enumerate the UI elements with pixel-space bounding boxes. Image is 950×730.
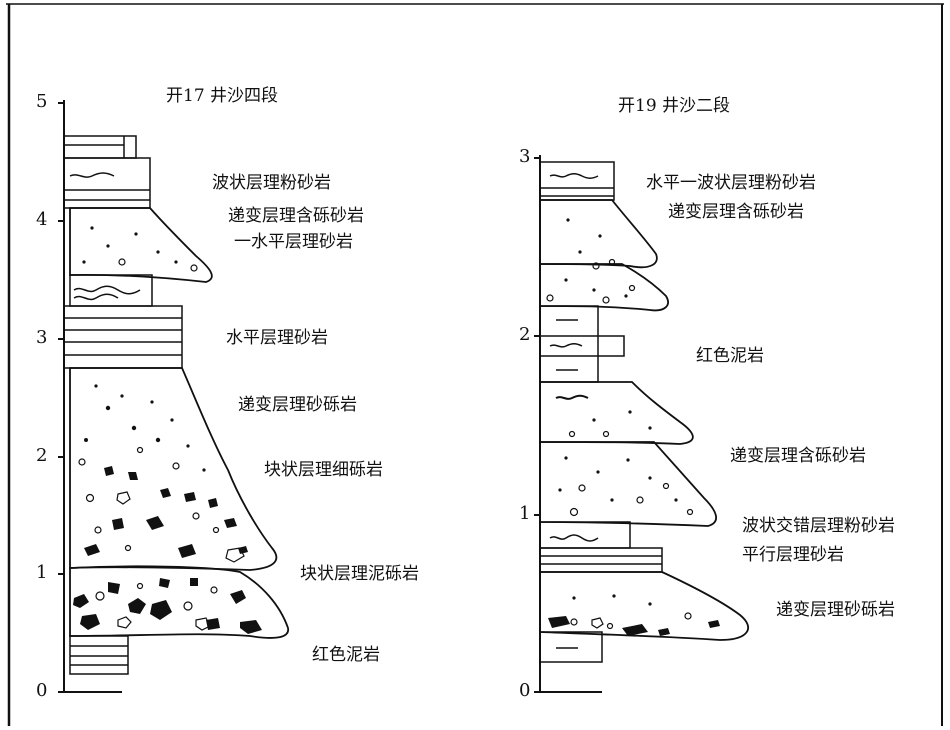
right-unit-pebbly-sandstone-middle: [539, 381, 717, 527]
left-label-horizontal-sandstone: 水平层理砂岩: [226, 328, 328, 348]
right-axis: [534, 155, 602, 693]
left-axis: [58, 100, 122, 693]
right-axis-tick-3: 3: [519, 146, 531, 167]
left-label-wavy-siltstone: 波状层理粉砂岩: [212, 173, 331, 193]
right-label-graded-pebbly-sandstone: 递变层理含砾砂岩: [730, 446, 866, 466]
left-label-fine-conglomerate: 块状层理细砾岩: [264, 460, 383, 480]
left-label-horizontal-sandstone-2: 一水平层理砂岩: [234, 232, 353, 252]
right-label-wavy-cross-siltstone: 波状交错层理粉砂岩: [742, 516, 895, 536]
right-unit-red-mudstone-middle: [539, 305, 625, 383]
right-column-title: 开19 井沙二段: [618, 96, 731, 116]
left-axis-tick-4: 4: [36, 209, 48, 230]
left-axis-tick-3: 3: [36, 327, 48, 348]
left-label-graded-pebbly-sandstone: 递变层理含砾砂岩: [228, 206, 364, 226]
left-unit-wavy-siltstone-lower: [69, 274, 153, 307]
right-label-red-mudstone: 红色泥岩: [696, 346, 764, 366]
right-unit-pebbly-sandstone-upper: [539, 199, 669, 312]
left-axis-tick-5: 5: [36, 91, 48, 112]
right-unit-parallel-sandstone: [539, 547, 663, 573]
left-axis-tick-1: 1: [36, 562, 48, 583]
right-label-parallel-sandstone: 平行层理砂岩: [742, 545, 844, 565]
left-label-pebbly-sandstone: 递变层理砂砾岩: [238, 395, 357, 415]
right-label-pebbly-sandstone: 递变层理砂砾岩: [776, 600, 895, 620]
left-axis-tick-2: 2: [36, 445, 48, 466]
right-axis-tick-0: 0: [519, 680, 531, 701]
left-unit-mud-conglomerate: [69, 565, 289, 639]
left-unit-red-mudstone: [69, 635, 129, 675]
right-unit-siltstone-top: [539, 161, 615, 201]
right-axis-tick-1: 1: [519, 503, 531, 524]
right-axis-tick-2: 2: [519, 324, 531, 345]
left-label-mud-conglomerate: 块状层理泥砾岩: [300, 564, 419, 584]
right-label-graded-pebbly-sandstone-upper: 递变层理含砾砂岩: [668, 202, 804, 222]
left-unit-upper-sandstone: [69, 207, 213, 283]
left-column-title: 开17 井沙四段: [166, 86, 279, 106]
left-label-red-mudstone: 红色泥岩: [312, 645, 380, 665]
right-unit-pebbly-sandstone-lower: [539, 571, 749, 641]
right-unit-red-mudstone-bottom: [539, 631, 603, 663]
left-axis-tick-0: 0: [36, 680, 48, 701]
left-unit-wavy-siltstone-top: [63, 135, 151, 209]
right-unit-wavy-siltstone: [539, 521, 631, 549]
left-unit-horizontal-sandstone: [63, 305, 183, 369]
left-unit-fine-conglomerate: [69, 367, 278, 571]
right-label-horizontal-wavy-siltstone: 水平一波状层理粉砂岩: [646, 173, 816, 193]
